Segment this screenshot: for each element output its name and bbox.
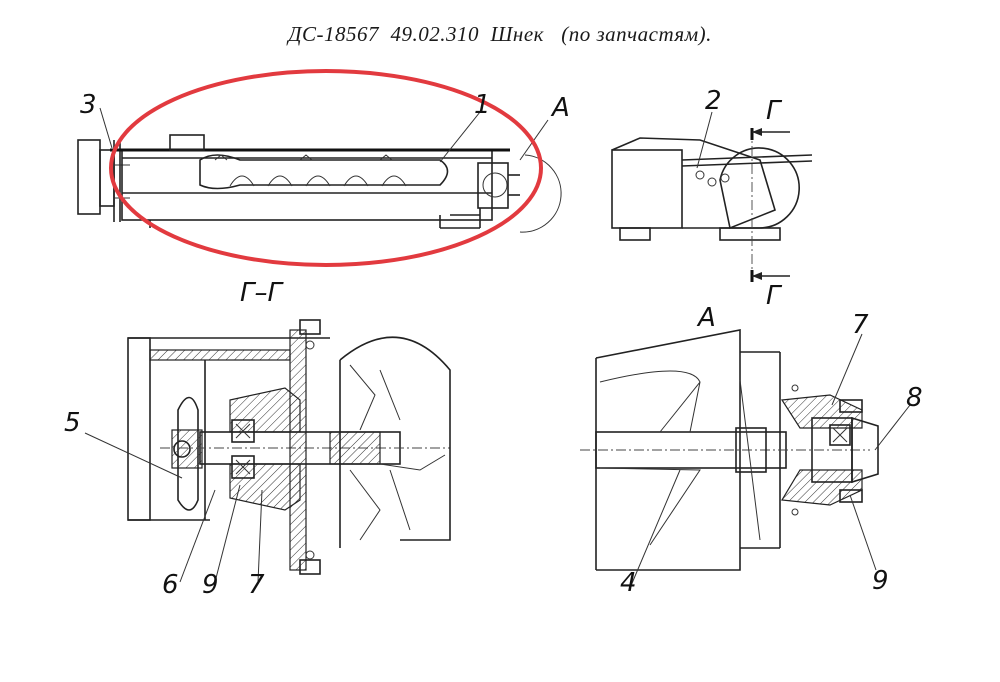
drawing-title: ДС-18567 49.02.310 Шнек (по запчастям). [288,22,712,46]
section-mark-top: Г [766,96,781,126]
view-label-a-top: А [552,93,570,123]
trough-wall-curve [339,336,451,541]
part-label-8: 8 [906,383,923,413]
part-label-9-left: 9 [202,570,219,600]
detail-title-a: А [698,303,716,333]
section-g-g [84,319,451,583]
motor-flange [77,139,101,215]
gearbox-body [611,149,683,229]
inspection-window [199,154,449,190]
screw-flights [229,175,407,187]
section-mark-bottom: Г [766,281,781,311]
pulley-guard [719,147,800,229]
auger-side-view [77,107,562,233]
part-label-6: 6 [162,570,179,600]
detail-a-view [580,329,911,589]
part-label-7-left: 7 [248,570,265,600]
inlet-hopper [169,134,205,151]
part-label-1: 1 [474,90,491,120]
end-cap [851,416,879,484]
pulley [177,396,199,511]
part-label-9-right: 9 [872,566,889,596]
section-title: Г–Г [240,278,282,308]
auger-end-view [611,111,813,282]
part-label-7-right: 7 [852,310,869,340]
end-bearing-housing [477,162,509,209]
part-label-5: 5 [64,408,81,438]
part-label-4: 4 [620,568,637,598]
part-label-2: 2 [705,86,722,116]
highlight-ellipse [109,69,543,267]
part-label-3: 3 [80,90,97,120]
